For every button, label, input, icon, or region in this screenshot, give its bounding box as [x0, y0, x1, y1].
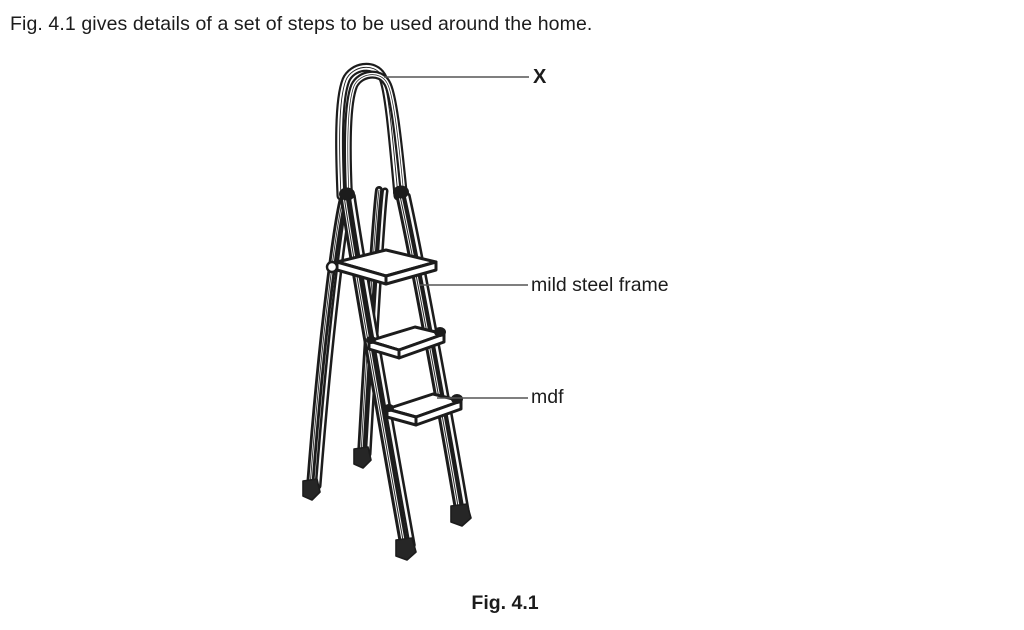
rear-right-foot	[353, 446, 372, 469]
step-middle	[366, 325, 446, 360]
figure-caption: Fig. 4.1	[0, 592, 1024, 615]
step-top-platform	[335, 248, 438, 286]
hinge-knuckles	[339, 185, 409, 201]
rear-legs	[306, 186, 389, 491]
front-stiles	[339, 191, 470, 551]
callout-label-x: X	[533, 66, 547, 88]
figure-caption-text: Fig. 4.1	[471, 592, 539, 614]
callout-label-mdf: mdf	[531, 386, 564, 408]
front-right-foot	[450, 503, 472, 527]
front-left-foot	[395, 537, 417, 561]
question-statement: Fig. 4.1 gives details of a set of steps…	[10, 13, 593, 35]
step-ladder-group	[302, 62, 472, 561]
step-bottom	[384, 392, 463, 427]
handrail-loop	[335, 62, 408, 201]
ladder-feet	[302, 446, 472, 561]
hinge-pivot-icon	[325, 260, 339, 274]
callout-leader-lines	[384, 76, 529, 399]
rear-left-foot	[302, 478, 321, 501]
callout-label-mild-steel-frame: mild steel frame	[531, 274, 669, 296]
